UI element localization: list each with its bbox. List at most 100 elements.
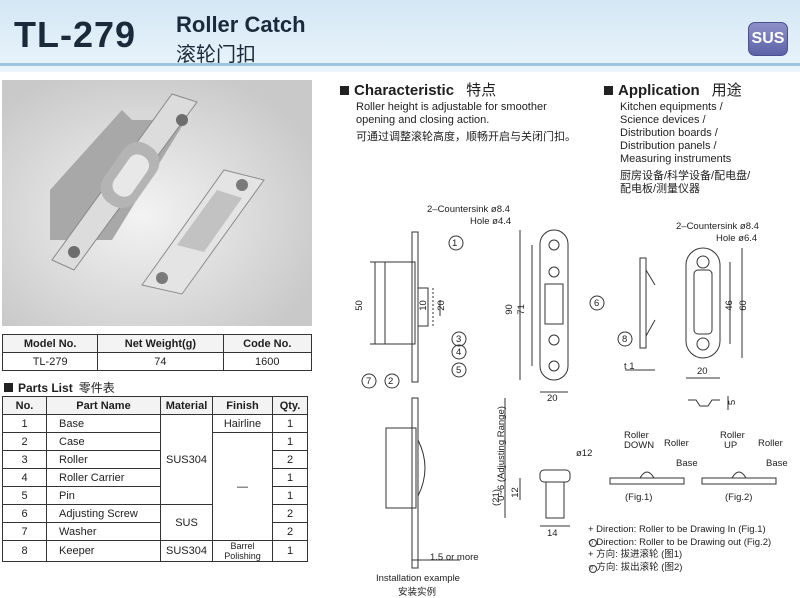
application-heading: Application 用途 [604,79,742,100]
parts-header: No. [2,396,47,415]
callout-4: 4 [456,347,462,358]
dim-71: 71 [515,304,527,315]
parts-list-title: Parts List 零件表 [4,379,115,396]
spec-table: Model No. Net Weight(g) Code No. TL-279 … [1,334,313,371]
adjust-range-label: 0~6 (Adjusting Range) [495,406,507,501]
bullet-square-icon [4,383,13,392]
spec-cell: 74 [97,352,224,371]
dim-46: 46 [723,300,735,311]
header-rule [0,63,800,66]
parts-header: Qty. [272,396,308,415]
fig2-roller-label2: Roller [758,438,783,449]
part-material: SUS304 [160,414,213,505]
parts-title-cn: 零件表 [78,381,115,395]
characteristic-heading: Characteristic 特点 [340,79,496,100]
install-label-cn: 安装实例 [398,587,437,598]
dim-60: 60 [737,300,749,311]
dim-14: 14 [547,528,558,539]
dim-21: (21) [490,489,502,506]
fig2-roller [731,471,747,479]
front-base-plate [539,229,569,381]
application-line: Measuring instruments [620,153,732,165]
characteristic-title: Characteristic [354,82,455,99]
application-text: Kitchen equipments / Science devices / D… [620,101,750,196]
direction-note: + Direction: Roller to be Drawing In (Fi… [588,524,766,535]
sus-badge: SUS [748,22,788,56]
fig1-base [609,477,685,485]
callout-7: 7 [366,376,372,387]
fig1-roller-label: Roller [624,430,649,441]
fig2-base-label: Base [766,458,788,469]
characteristic-title-cn: 特点 [466,82,497,99]
countersink-label: 2–Countersink ø8.4 [427,204,510,215]
application-line: Kitchen equipments / [620,101,723,113]
adjust-roller [539,469,571,483]
fig1-caption: (Fig.1) [625,492,653,503]
characteristic-line: Roller height is adjustable for smoother [356,101,547,113]
direction-note: + 方向: 拔进滚轮 (图1) [588,549,683,560]
keeper-front [685,247,721,359]
parts-header: Finish [212,396,273,415]
application-line: Science devices / [620,114,706,126]
product-title-cn: 滚轮门扣 [176,44,256,66]
fig2-caption: (Fig.2) [725,492,753,503]
countersink-label: 2–Countersink ø8.4 [676,221,759,232]
keeper-side [639,257,647,349]
bullet-square-icon [604,86,613,95]
part-name: Adjusting Screw [46,504,161,523]
fig1-roller [639,471,655,479]
part-finish: — [212,432,273,541]
dim-90: 90 [503,304,515,315]
parts-title-en: Parts List [18,381,73,395]
application-cn: 配电板/测量仪器 [620,183,701,195]
callout-6: 6 [594,298,600,309]
direction-notes: + Direction: Roller to be Drawing In (Fi… [588,524,771,574]
fig2-up-label: UP [724,440,738,451]
dim-20-front: 20 [547,393,558,404]
application-title-cn: 用途 [711,82,742,99]
callout-5: 5 [456,365,462,376]
fig1-roller-label2: Roller [664,438,689,449]
side-case [384,261,416,345]
dim-5: 5 [727,399,739,406]
dim-20: 20 [435,300,447,311]
product-photo-illustration [50,93,265,295]
hole-label: Hole ø6.4 [716,233,758,244]
spec-cell: TL-279 [1,352,99,371]
part-material: SUS304 [160,540,213,562]
dia-12-label: ø12 [576,448,593,459]
hole-label: Hole ø4.4 [470,216,512,227]
fig2-roller-label: Roller [720,430,745,441]
dim-20-keeper: 20 [697,366,708,377]
application-cn: 厨房设备/科学设备/配电盘/ [620,170,751,182]
dim-12: 12 [509,487,521,498]
fig2-base [701,477,777,485]
install-label: Installation example [376,573,460,584]
install-base [411,397,419,569]
characteristic-text: Roller height is adjustable for smoother… [356,101,576,144]
application-line: Distribution panels / [620,140,717,152]
application-title: Application [618,82,700,99]
direction-note: ○ Direction: Roller to be Drawing out (F… [588,536,772,548]
spec-header: Net Weight(g) [97,334,224,353]
front-roller-window [544,283,564,325]
dim-10: 10 [417,300,429,311]
part-finish: Barrel Polishing [212,540,273,562]
part-qty: 1 [272,540,308,562]
characteristic-line: opening and closing action. [356,114,490,126]
characteristic-cn: 可通过调整滚轮高度，顺畅开启与关闭门扣。 [356,131,576,143]
fig1-down-label: DOWN [624,440,655,451]
parts-header: Part Name [46,396,161,415]
callout-3: 3 [456,334,462,345]
spec-cell: 1600 [222,352,313,371]
clearance-label: 1.5 or more [430,552,479,563]
part-qty: 2 [272,522,308,541]
callout-8: 8 [622,334,628,345]
dim-50: 50 [353,300,365,311]
header-band [0,0,800,72]
fig1-base-label: Base [676,458,698,469]
thickness-label: t 1 [624,361,635,372]
